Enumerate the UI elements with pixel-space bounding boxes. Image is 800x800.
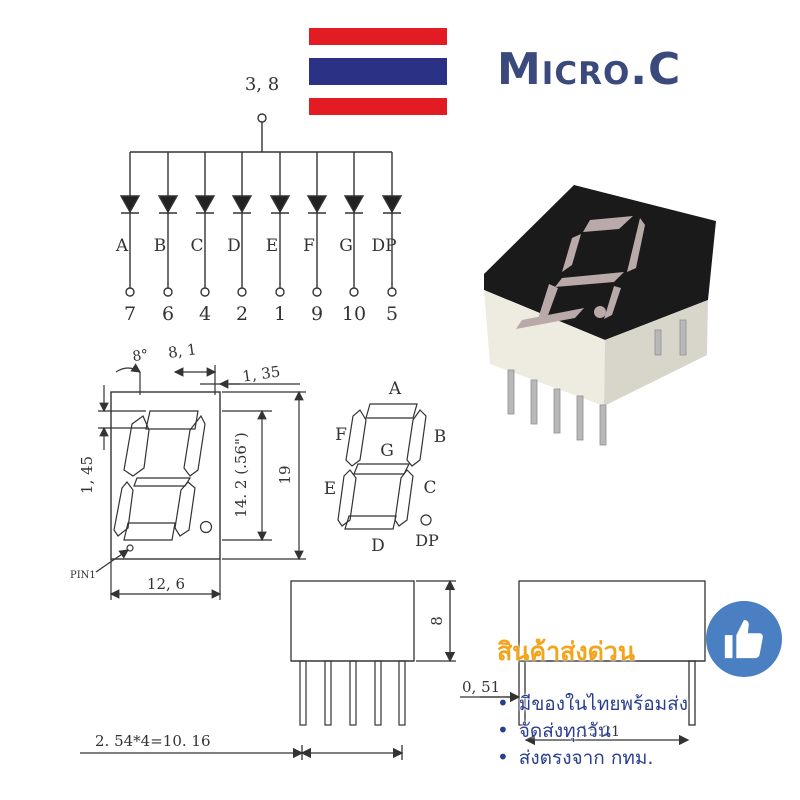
seg-map-e: E <box>324 479 336 499</box>
brand-logo-text: Micro.C <box>497 44 682 95</box>
pin-terminal <box>237 287 247 297</box>
segment-label: C <box>190 236 203 256</box>
pitch-label: 2. 54*4=10. 16 <box>95 732 211 750</box>
seg-map-g: G <box>380 441 394 461</box>
seg-map-f: F <box>335 425 347 445</box>
pin-number: 1 <box>274 303 286 325</box>
product-photo <box>484 185 716 446</box>
common-pin-label: 3, 8 <box>245 74 279 95</box>
width-label: 12, 6 <box>147 575 185 593</box>
pin-number: 2 <box>236 303 248 325</box>
segment-label: D <box>227 236 241 256</box>
segment-map: A B C D E F G DP <box>324 379 446 556</box>
pin-number: 9 <box>311 303 323 325</box>
pin-diameter-label: 0, 51 <box>462 678 500 696</box>
pin-terminal <box>125 287 135 297</box>
promo-title: สินค้าส่งด่วน <box>497 637 635 666</box>
pin-terminal <box>275 287 285 297</box>
height-label: 19 <box>276 465 294 484</box>
seg-map-d: D <box>371 536 385 556</box>
seg-map-dp: DP <box>415 531 439 550</box>
pin-number: 4 <box>199 303 211 325</box>
pin-terminal <box>163 287 173 297</box>
thai-flag <box>309 28 447 115</box>
pin-terminal <box>200 287 210 297</box>
promo-panel: สินค้าส่งด่วน มีของในไทยพร้อมส่ง จัดส่งท… <box>497 632 797 771</box>
promo-item: จัดส่งทุกวัน <box>497 717 797 744</box>
thumbs-up-icon <box>724 619 763 659</box>
offset-label: 1, 35 <box>241 362 281 385</box>
pin-number: 5 <box>386 303 398 325</box>
front-digit <box>113 410 213 541</box>
digit-height-label: 14. 2 (.56") <box>232 432 250 517</box>
segment-label: A <box>115 236 129 256</box>
diode-symbol <box>157 195 179 214</box>
pin1-label: PIN1 <box>70 570 96 581</box>
pin-terminal <box>387 287 397 297</box>
pin-terminal <box>312 287 322 297</box>
promo-list: มีของในไทยพร้อมส่ง จัดส่งทุกวัน ส่งตรงจา… <box>497 690 797 771</box>
angle-label: 8° <box>131 347 149 365</box>
seg-map-c: C <box>423 478 436 498</box>
segment-label: B <box>154 236 167 256</box>
seg-map-b: B <box>434 427 447 447</box>
diode-symbol <box>269 195 291 214</box>
like-badge <box>706 601 782 677</box>
segment-label: E <box>266 236 278 256</box>
front-view-drawing: 8° 8, 1 1, 35 1, 45 14. 2 (.56") 19 12, … <box>70 340 306 600</box>
pin-number: 10 <box>342 303 366 325</box>
promo-item: มีของในไทยพร้อมส่ง <box>497 690 797 717</box>
pin-terminal <box>349 287 359 297</box>
top-width-label: 8, 1 <box>167 340 198 362</box>
seg-map-a: A <box>388 379 402 399</box>
diode-symbol <box>194 195 216 214</box>
diode-symbol <box>231 195 253 214</box>
pin-number: 7 <box>124 303 136 325</box>
segment-label: DP <box>371 236 396 256</box>
promo-item: ส่งตรงจาก กทม. <box>497 744 797 771</box>
diode-symbol <box>343 195 365 214</box>
diode-symbol <box>119 195 141 214</box>
schematic: 3, 8 A 7 B 6 C 4 D 2 E 1 F 9 G 10 DP 5 <box>115 74 403 325</box>
pin-number: 6 <box>162 303 174 325</box>
diode-symbol <box>306 195 328 214</box>
segment-label: G <box>339 236 353 256</box>
segment-thickness-label: 1, 45 <box>78 456 96 494</box>
body-height-label: 8 <box>428 616 446 626</box>
segment-label: F <box>303 236 315 256</box>
diode-symbol <box>381 195 403 214</box>
